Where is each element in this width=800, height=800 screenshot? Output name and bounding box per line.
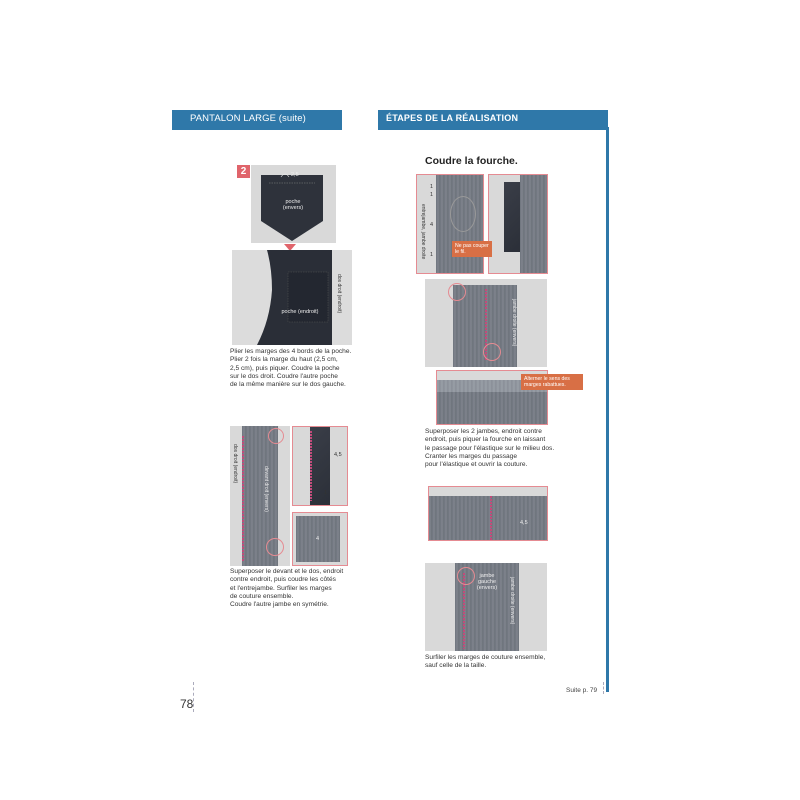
pocket-shape [261,173,323,241]
waist-passage-photo [436,370,548,425]
page-edge-line [606,127,609,692]
measure-one: 1 [324,490,328,496]
crotch-photo-right [488,174,548,274]
crotch-measure-1b: 1 [430,192,434,198]
pocket-photo: 2,5 poche (envers) [251,165,336,243]
waist-passage-frame [436,370,548,425]
header-left-title: PANTALON LARGE (suite) [172,110,342,127]
back-pocket-photo: poche (endroit) dos droit (endroit) [232,250,352,345]
legs-finished-photo: jambe gauche (envers) jambe droite (enve… [425,563,547,651]
step2-right-label-right: jambe droite (envers) [509,577,515,625]
header-right-title: ÉTAPES DE LA RÉALISATION [378,110,608,127]
label-front-right: devant droit (envers) [263,466,269,512]
zoom-frame-top [292,426,348,506]
step1-circle-top [448,283,466,301]
step1-right-label: jambe droite (envers) [511,299,517,347]
zoom-photo-bottom: 4 [292,512,348,566]
step-badge-2-left: 2 [237,165,250,178]
header-rule-right [378,127,609,130]
callout-ne-pas-couper: Ne pas couper le fil. [452,241,492,257]
crotch-measure-1a: 1 [430,184,434,190]
margin-dash-right [603,682,604,694]
crotch-zoom-frame [428,486,548,541]
measure-top: 4,5 [334,452,342,458]
zoom-frame-bottom [292,512,348,566]
crotch-circle [450,196,476,232]
label-back-right: dos droit (endroit) [232,444,238,484]
step2-right-label-left: jambe gauche (envers) [476,573,498,591]
arrow-down-icon [284,244,296,251]
crotch-vertical-label: entrejambe, jambe droite [420,204,426,260]
header-rule-left [172,127,342,130]
step3-left-text: Superposer le devant et le dos, endroit … [230,568,344,609]
step2-right-text: Surfiler les marges de couture ensemble,… [425,654,546,670]
zoom-circle-top [268,428,284,444]
zoom-circle-bottom [266,538,284,556]
pocket-label: poche (envers) [282,199,304,211]
step2-left-text: Plier les marges des 4 bords de la poche… [230,348,352,389]
crotch-frame-right [488,174,548,274]
crotch-zoom-photo: 4,5 [428,486,548,541]
page-number: 78 [180,697,194,711]
crotch-measure-bottom: 1 [430,252,434,258]
section-title: Coudre la fourche. [425,155,518,167]
callout-alterner: Alterner le sens des marges rabattues. [521,374,583,390]
step2-circle [457,567,475,585]
zoom-photo-top: 4,5 1 [292,426,348,506]
crotch-measure-4: 4 [430,222,434,228]
pocket-right-label: poche (endroit) [281,309,319,315]
measure-bottom: 4 [316,536,320,542]
step1-right-text: Superposer les 2 jambes, endroit contre … [425,428,555,469]
margin-dash-left [193,682,194,712]
dos-label: dos droit (endroit) [336,274,342,314]
step2-right-measure: 4,5 [520,520,528,526]
pocket-measure: 2,5 [291,172,299,178]
step1-circle-bottom [483,343,501,361]
crotch-frame-left [416,174,484,274]
continued-on-link[interactable]: Suite p. 79 [566,687,598,694]
